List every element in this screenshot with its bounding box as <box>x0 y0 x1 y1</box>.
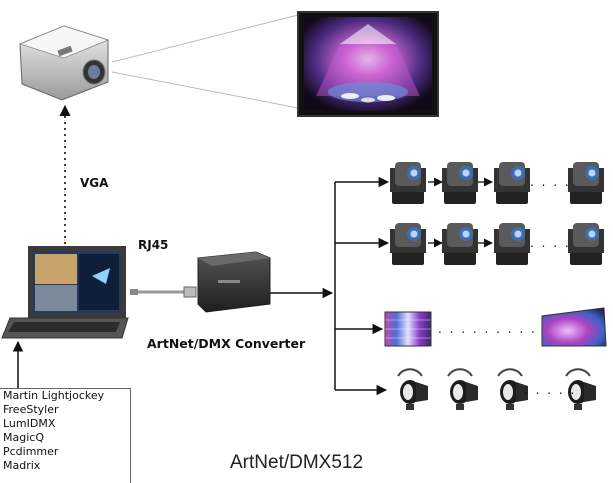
par-spotlight-icon <box>397 368 428 410</box>
led-strip-panel-icon <box>384 311 432 347</box>
rj45-label: RJ45 <box>138 238 169 252</box>
projector-icon <box>18 25 110 101</box>
projection-beam-top <box>111 14 299 63</box>
software-item: FreeStyler <box>3 403 59 416</box>
diagram-title: ArtNet/DMX512 <box>230 452 364 473</box>
par-spotlight-icon <box>447 368 478 410</box>
laptop-icon <box>1 246 129 339</box>
moving-head-icon <box>442 162 478 204</box>
par-spotlight-icon <box>497 368 528 410</box>
software-item: Pcdimmer <box>3 445 59 458</box>
software-item: Madrix <box>3 459 41 472</box>
moving-head-icon <box>494 162 530 204</box>
software-list: Martin Lightjockey FreeStyler LumIDMX Ma… <box>0 388 131 483</box>
moving-head-icon <box>442 223 478 265</box>
moving-head-icon <box>568 223 604 265</box>
row-1-ellipsis: . . . . <box>530 175 571 189</box>
row-2-ellipsis: . . . . <box>530 236 571 250</box>
converter-box-icon <box>197 251 271 313</box>
rj45-cable <box>130 286 197 298</box>
row-3-ellipsis: . . . . . . . . . <box>438 322 537 336</box>
software-item: MagicQ <box>3 431 44 444</box>
moving-head-icon <box>390 162 426 204</box>
projected-stage-image <box>297 11 439 117</box>
par-spotlight-icon <box>565 368 596 410</box>
moving-head-icon <box>390 223 426 265</box>
led-dome-panel-icon <box>541 307 607 347</box>
software-item: LumIDMX <box>3 417 56 430</box>
row-4-ellipsis: . . . . . <box>524 383 577 397</box>
software-item: Martin Lightjockey <box>3 389 105 402</box>
moving-head-icon <box>568 162 604 204</box>
projection-beam-bottom <box>111 71 299 109</box>
converter-label: ArtNet/DMX Converter <box>147 336 306 351</box>
vga-label: VGA <box>80 176 109 190</box>
moving-head-icon <box>494 223 530 265</box>
